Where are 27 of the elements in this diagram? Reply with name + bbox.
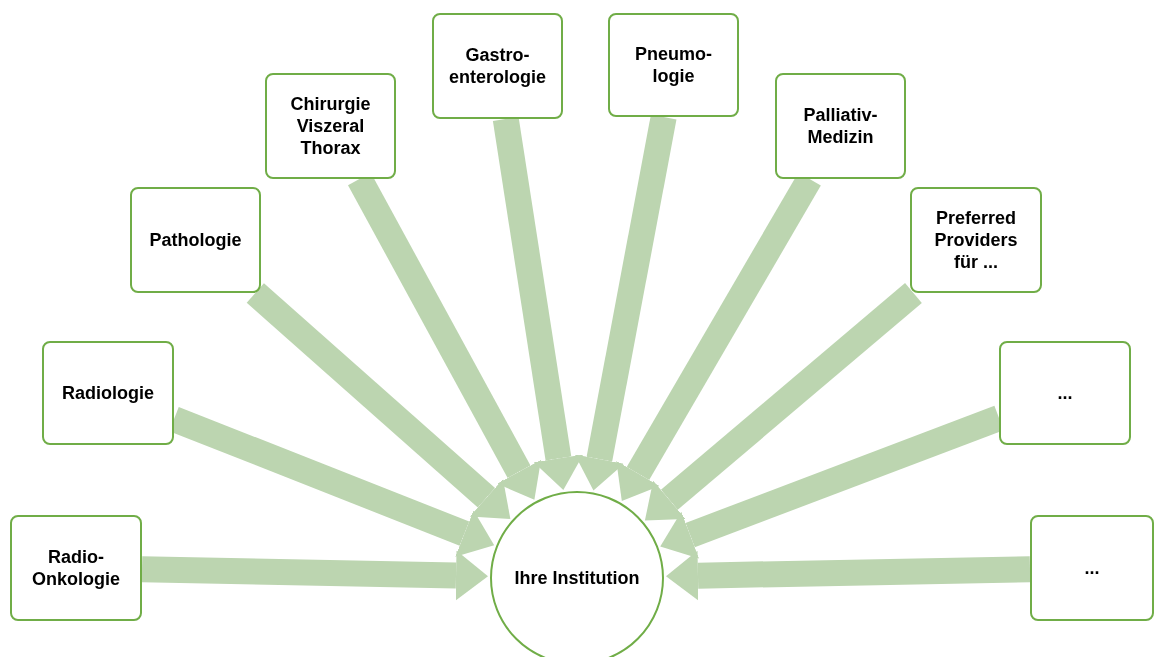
department-box [265,73,396,179]
department-box [1030,515,1154,621]
node-label: Preferred Providers für ... [933,207,1019,273]
block-arrow [246,283,511,519]
node-label: ... [1056,382,1074,404]
department-box [608,13,739,117]
node-label: Radio- Onkologie [31,546,121,590]
block-arrow [492,117,584,491]
node-label: Gastro- enterologie [448,44,547,88]
department-box [432,13,563,119]
node-label: Ihre Institution [513,567,641,589]
node-label: Palliativ- Medizin [802,104,879,148]
block-arrow [666,550,1031,601]
node-label: Pathologie [148,229,243,251]
department-box [42,341,174,445]
department-box [130,187,261,293]
block-arrow [141,550,488,601]
department-box [775,73,906,179]
block-arrow [644,283,922,521]
node-label: ... [1083,557,1101,579]
node-label: Radiologie [61,382,155,404]
department-box [999,341,1131,445]
department-box [10,515,142,621]
node-label: Chirurgie Viszeral Thorax [289,93,372,159]
node-label: Pneumo- logie [634,43,713,87]
department-box [910,187,1042,293]
block-arrow [574,114,677,491]
